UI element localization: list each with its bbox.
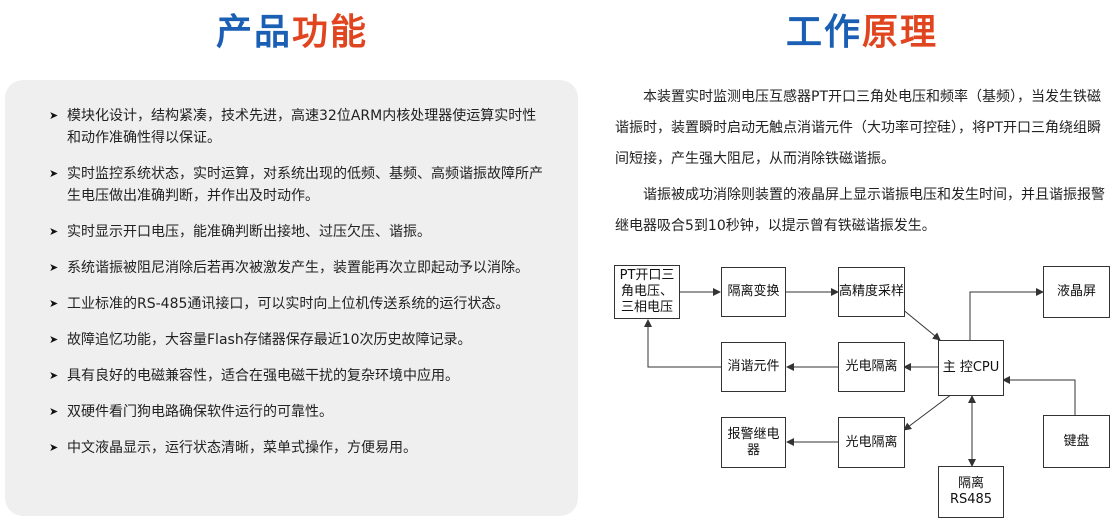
working-principle-title: 工作原理 <box>786 12 939 53</box>
feature-item: ➤中文液晶显示，运行状态清晰，菜单式操作，方便易用。 <box>49 437 549 459</box>
arrow-right-icon: ➤ <box>49 333 59 346</box>
feature-item: ➤模块化设计，结构紧凑，技术先进，高速32位ARM内核处理器使运算实时性和动作准… <box>49 105 549 149</box>
arrow-right-icon: ➤ <box>49 441 59 454</box>
lcd-box: 液晶屏 <box>1043 266 1110 318</box>
feature-item: ➤实时监控系统状态，实时运算，对系统出现的低频、基频、高频谐振故障所产生电压做出… <box>49 163 549 207</box>
principle-paragraph-1: 本装置实时监测电压互感器PT开口三角处电压和频率（基频），当发生铁磁谐振时，装置… <box>615 89 1101 167</box>
feature-item: ➤具有良好的电磁兼容性，适合在强电磁干扰的复杂环境中应用。 <box>49 365 549 387</box>
arrow-right-icon: ➤ <box>49 297 59 310</box>
harmonic-elimination-box: 消谐元件 <box>721 342 786 392</box>
feature-list: ➤模块化设计，结构紧凑，技术先进，高速32位ARM内核处理器使运算实时性和动作准… <box>49 105 549 473</box>
feature-item: ➤故障追忆功能，大容量Flash存储器保存最近10次历史故障记录。 <box>49 329 549 351</box>
isolation-transform-box: 隔离变换 <box>721 267 786 317</box>
arrow-right-icon: ➤ <box>49 405 59 418</box>
connector-harmonic-to-pt <box>644 319 722 368</box>
pt-voltage-box: PT开口三角电压、三相电压 <box>614 265 680 319</box>
connector-keyboard-to-cpu <box>1002 376 1076 415</box>
principle-paragraph-2: 谐振被成功消除则装置的液晶屏上显示谐振电压和发生时间，并且谐振报警继电器吸合5到… <box>615 187 1105 234</box>
product-features-title: 产品功能 <box>216 12 369 53</box>
feature-item: ➤实时显示开口电压，能准确判断出接地、过压欠压、谐振。 <box>49 221 549 243</box>
optocoupler-isolation-box-1: 光电隔离 <box>838 342 905 392</box>
feature-item: ➤双硬件看门狗电路确保软件运行的可靠性。 <box>49 401 549 423</box>
arrow-right-icon: ➤ <box>49 225 59 238</box>
isolated-rs485-box: 隔离RS485 <box>938 466 1004 518</box>
arrow-right-icon: ➤ <box>49 261 59 274</box>
features-panel: ➤模块化设计，结构紧凑，技术先进，高速32位ARM内核处理器使运算实时性和动作准… <box>5 80 578 516</box>
connector-cpu-to-lcd <box>969 288 1044 340</box>
arrow-right-icon: ➤ <box>49 167 59 180</box>
arrow-right-icon: ➤ <box>49 369 59 382</box>
arrow-right-icon: ➤ <box>49 109 59 122</box>
keyboard-box: 键盘 <box>1043 415 1110 468</box>
feature-item: ➤系统谐振被阻尼消除后若再次被激发产生，装置能再次立即起动予以消除。 <box>49 257 549 279</box>
high-precision-sampling-box: 高精度采样 <box>838 267 905 317</box>
alarm-relay-box: 报警继电器 <box>721 417 786 468</box>
connector-cpu-to-opto2 <box>903 393 953 431</box>
main-cpu-box: 主 控CPU <box>938 340 1004 396</box>
feature-item: ➤工业标准的RS-485通讯接口，可以实时向上位机传送系统的运行状态。 <box>49 293 549 315</box>
optocoupler-isolation-box-2: 光电隔离 <box>838 417 905 468</box>
